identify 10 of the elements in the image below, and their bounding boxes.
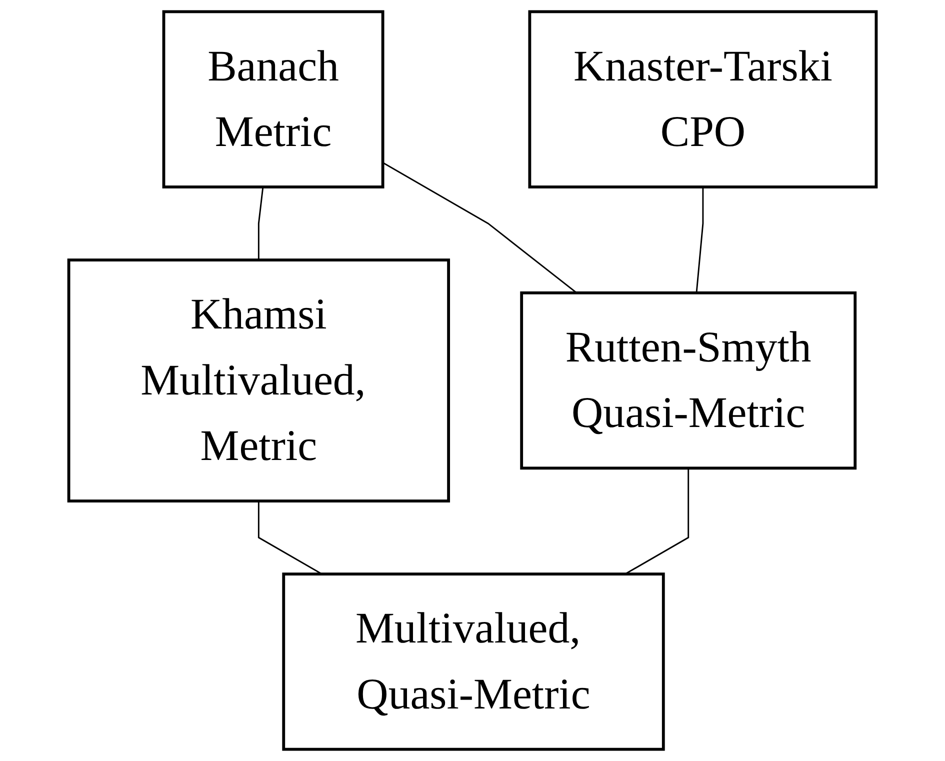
connector — [382, 162, 578, 294]
node-box: Knaster-Tarski CPO — [528, 10, 878, 188]
node-box: Banach Metric — [162, 10, 384, 188]
node-box: Rutten-Smyth Quasi-Metric — [520, 291, 857, 470]
node-box: Khamsi Multivalued, Metric — [67, 258, 450, 502]
connector — [258, 186, 264, 260]
connector — [258, 501, 322, 575]
connector — [696, 186, 704, 293]
connector — [624, 468, 690, 575]
node-box: Multivalued, Quasi-Metric — [282, 572, 665, 751]
